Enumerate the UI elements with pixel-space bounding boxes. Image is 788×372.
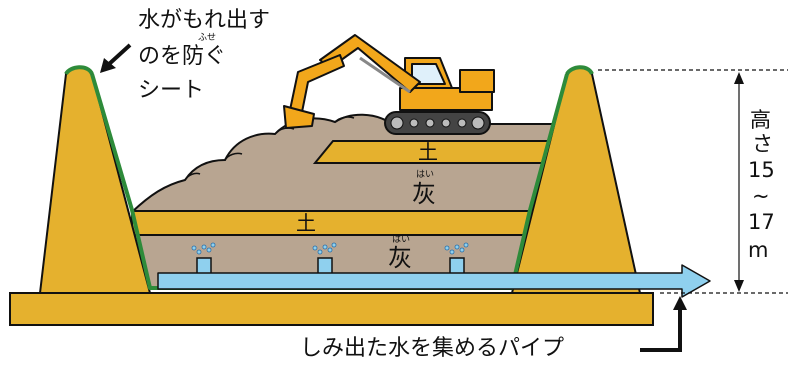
sheet-label-line3: シート bbox=[138, 78, 205, 103]
sheet-label-ruby: ふせ bbox=[198, 33, 217, 43]
pipe-label: しみ出た水を集めるパイプ bbox=[300, 336, 565, 361]
ash-mound-texture bbox=[184, 116, 355, 181]
sheet-label-line1: 水がもれ出す bbox=[138, 8, 271, 33]
sheet-pointer-arrow bbox=[100, 43, 132, 73]
excavator-icon bbox=[283, 34, 495, 135]
sheet-label-line2: のを防ぐ bbox=[138, 44, 227, 69]
height-label-4: ~ bbox=[752, 184, 770, 208]
height-label-6: m bbox=[748, 238, 769, 262]
collection-pipe bbox=[157, 264, 711, 298]
ash-upper-ruby: はい bbox=[416, 170, 435, 180]
ash-lower-label: 灰 bbox=[388, 244, 412, 272]
water-spray-icon bbox=[191, 242, 469, 255]
base-slab bbox=[9, 292, 654, 326]
ash-lower-ruby: はい bbox=[392, 235, 411, 245]
height-label-2: さ bbox=[752, 132, 773, 156]
height-dimension bbox=[598, 69, 788, 294]
left-wall bbox=[38, 66, 152, 294]
height-label-5: 17 bbox=[748, 210, 775, 234]
height-label-3: 15 bbox=[748, 158, 775, 182]
soil-top-label: 土 bbox=[418, 140, 438, 164]
soil-mid-label: 土 bbox=[296, 211, 316, 235]
soil-layer-middle bbox=[131, 210, 533, 236]
height-label-1: 高 bbox=[750, 108, 771, 132]
pipe-pointer-arrow bbox=[640, 296, 687, 352]
ash-upper-label: 灰 bbox=[412, 180, 436, 208]
